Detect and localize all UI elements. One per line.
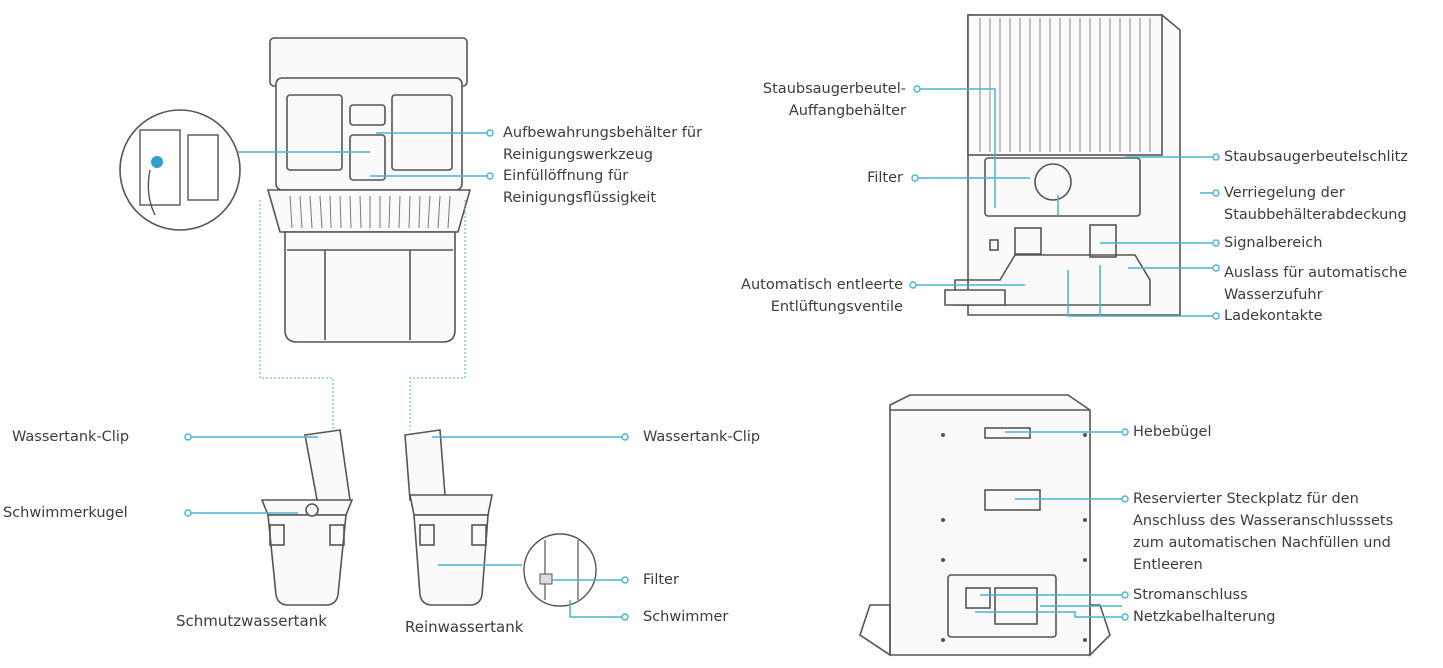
station-top-view <box>266 37 472 343</box>
label-bag-holder: Staubsaugerbeutel-Auffangbehälter <box>762 81 906 119</box>
station-front-grille <box>979 18 1151 152</box>
caption-dirty-tank: Schmutzwassertank <box>176 612 327 630</box>
label-float-ball: Schwimmerkugel <box>3 505 128 521</box>
leader-end-dots <box>184 85 1220 621</box>
label-float: Schwimmer <box>643 609 729 625</box>
dotted-connectors <box>259 200 466 430</box>
label-power: Stromanschluss <box>1133 587 1248 603</box>
station-back-dots <box>941 433 1087 642</box>
label-clean-clip: Wassertank-Clip <box>643 429 761 445</box>
leader-lines <box>190 88 1213 618</box>
clean-water-tank <box>404 429 493 606</box>
caption-clean-tank: Reinwassertank <box>405 618 524 636</box>
label-cable-holder: Netzkabelhalterung <box>1133 609 1276 625</box>
station-back <box>859 394 1111 657</box>
label-signal: Signalbereich <box>1224 235 1323 251</box>
label-front-filter: Filter <box>867 170 903 186</box>
label-dirty-clip: Wassertank-Clip <box>12 429 130 445</box>
filter-zoom-circle <box>523 533 597 607</box>
dirty-water-tank <box>260 429 354 606</box>
label-bag-slot: Staubsaugerbeutelschlitz <box>1224 149 1408 165</box>
label-handle: Hebebügel <box>1133 424 1212 440</box>
zoom-circle <box>119 109 241 231</box>
label-charging: Ladekontakte <box>1224 308 1323 324</box>
station-top-ridges <box>289 195 451 229</box>
label-clean-filter: Filter <box>643 572 679 588</box>
